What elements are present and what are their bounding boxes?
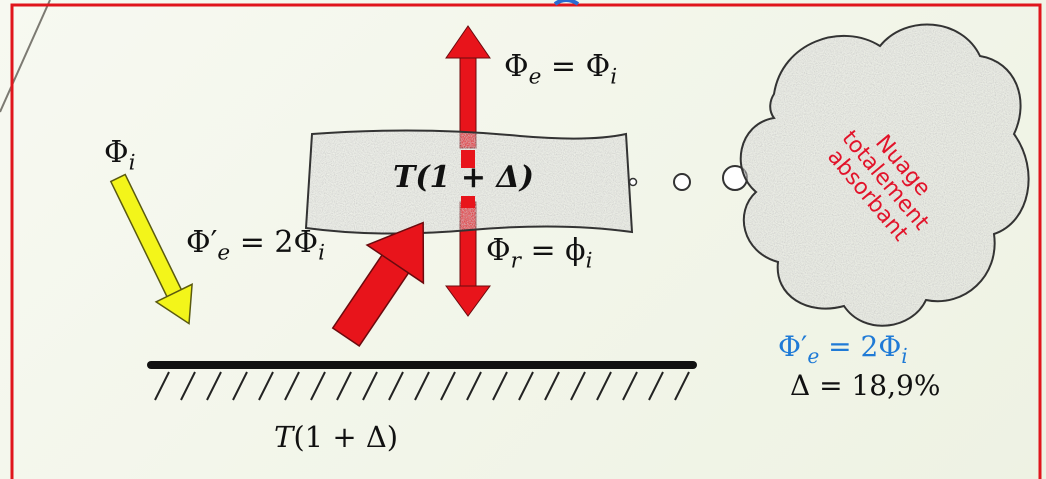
result-flux-rhs: Φ <box>878 330 902 363</box>
absorbing-cloud <box>739 23 1030 327</box>
decorative-corner-line <box>0 0 51 113</box>
emitted-flux-equals: = <box>541 49 586 84</box>
incident-flux-symbol: Φ <box>104 135 129 170</box>
incident-flux-subscript: i <box>128 150 136 176</box>
cut-title-fragment <box>553 0 580 6</box>
incident-flux-label: Φi <box>104 138 136 174</box>
ground-emission-label: Φ′e = 2Φi <box>186 228 325 264</box>
ground-surface <box>147 361 697 401</box>
ground-emission-rhs: Φ <box>293 225 319 260</box>
reflected-flux-label: Φr = ϕi <box>486 236 593 272</box>
result-flux-lhs-subscript: e <box>807 344 820 369</box>
emitted-flux-lhs: Φ <box>504 49 529 84</box>
thought-bubble-small <box>628 177 638 187</box>
arrow-segment-upper <box>461 150 475 168</box>
result-flux-equals: = 2 <box>819 330 879 363</box>
emitted-flux-label: Φe = Φi <box>504 52 617 88</box>
thought-bubble-medium <box>673 173 691 191</box>
slab-temperature-label: T(1 + Δ) <box>393 160 534 195</box>
emitted-up-arrow <box>445 25 491 149</box>
delta-value-label: Δ = 18,9% <box>790 369 941 402</box>
reflected-flux-lhs-subscript: r <box>510 248 521 274</box>
ground-temperature-label: T(1 + Δ) <box>274 423 398 452</box>
reflected-flux-equals: = <box>520 233 566 268</box>
reflected-flux-lhs: Φ <box>486 233 511 268</box>
absorbing-slab <box>304 129 634 235</box>
ground-emission-arrow <box>331 221 425 347</box>
result-flux-label: Φ′e = 2Φi <box>778 330 908 369</box>
result-flux-rhs-subscript: i <box>901 344 908 369</box>
emitted-flux-rhs-subscript: i <box>610 64 618 90</box>
ground-emission-lhs: Φ′ <box>186 225 218 260</box>
ground-temperature-t: T <box>274 420 294 454</box>
ground-emission-lhs-subscript: e <box>217 240 231 266</box>
frame-border <box>10 3 1042 479</box>
emitted-flux-lhs-subscript: e <box>528 64 542 90</box>
incident-flux-arrow <box>109 173 193 325</box>
ground-temperature-rest: (1 + Δ) <box>293 420 399 454</box>
ground-emission-rhs-subscript: i <box>318 240 325 266</box>
reflected-flux-rhs-subscript: i <box>585 248 593 274</box>
arrow-segment-lower <box>461 196 475 208</box>
ground-emission-equals: = 2 <box>230 225 294 260</box>
emitted-flux-rhs: Φ <box>585 49 611 84</box>
reflected-flux-rhs: ϕ <box>565 233 586 268</box>
result-flux-lhs: Φ′ <box>778 330 808 363</box>
